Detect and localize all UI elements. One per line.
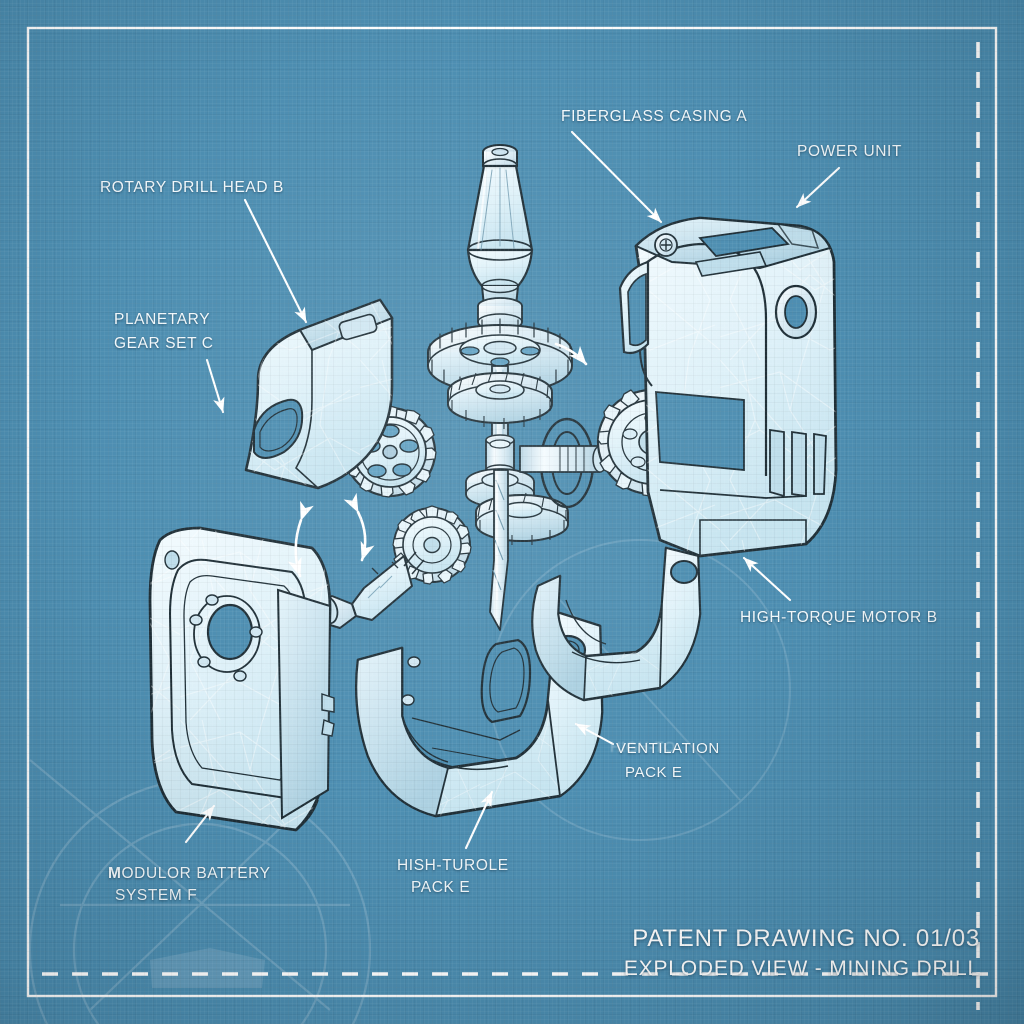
title-block-drawing-number: PATENT DRAWING NO. 01/03	[632, 925, 980, 952]
label-rotary-drill-head-b: ROTARY DRILL HEAD B	[100, 179, 284, 196]
power-unit-part	[618, 216, 838, 558]
title-block-subtitle: EXPLODED VIEW - MINING DRILL	[623, 957, 980, 980]
leader-fiberglass-casing-a	[570, 130, 663, 224]
leader-lines	[184, 130, 841, 850]
border-rect	[26, 26, 998, 998]
planetary-gear-stack	[447, 370, 569, 631]
leader-hish-turole-pack-e	[464, 790, 494, 850]
ventilation-pack-part	[531, 546, 702, 702]
fiberglass-casing-a-part	[244, 298, 394, 490]
label-fiberglass-casing-a: FIBERGLASS CASING A	[561, 108, 748, 125]
ghost-block	[150, 948, 265, 988]
label-power-unit: POWER UNIT	[797, 143, 903, 160]
label-hish-turole-pack-e-line2: PACK E	[411, 879, 471, 896]
label-ventilation-pack-e-line1: VENTILATION	[616, 740, 720, 757]
label-hish-turole-pack-e-line1: HISH-TUROLE	[397, 857, 509, 874]
label-modulor-battery-line2: SYSTEM F	[115, 887, 198, 904]
gear-ring-coupling	[519, 417, 608, 509]
leader-high-torque-motor-b	[742, 556, 792, 602]
assembly-arrows	[287, 342, 588, 578]
label-ventilation-pack-e-line2: PACK E	[625, 764, 683, 781]
leader-planetary-gear-set-c	[205, 358, 225, 414]
leader-modulor-battery	[184, 804, 216, 844]
label-planetary-gear-set-c-line2: GEAR SET C	[114, 335, 214, 352]
label-modulor-battery-line1: MODULOR BATTERY	[108, 864, 271, 883]
label-high-torque-motor-b: HIGH-TORQUE MOTOR B	[740, 609, 938, 626]
leader-power-unit	[795, 166, 841, 209]
modulor-battery-part	[148, 526, 335, 832]
label-ventilation-ghost-overlap: HIGH-TO	[610, 739, 676, 756]
label-modulor-battery-initial: M	[108, 865, 122, 882]
leader-rotary-drill-head-b	[243, 198, 308, 324]
label-modulor-battery-rest: ODULOR BATTERY	[121, 865, 271, 882]
label-planetary-gear-set-c-line1: PLANETARY	[114, 311, 211, 328]
leader-ventilation-pack-e	[574, 722, 615, 746]
